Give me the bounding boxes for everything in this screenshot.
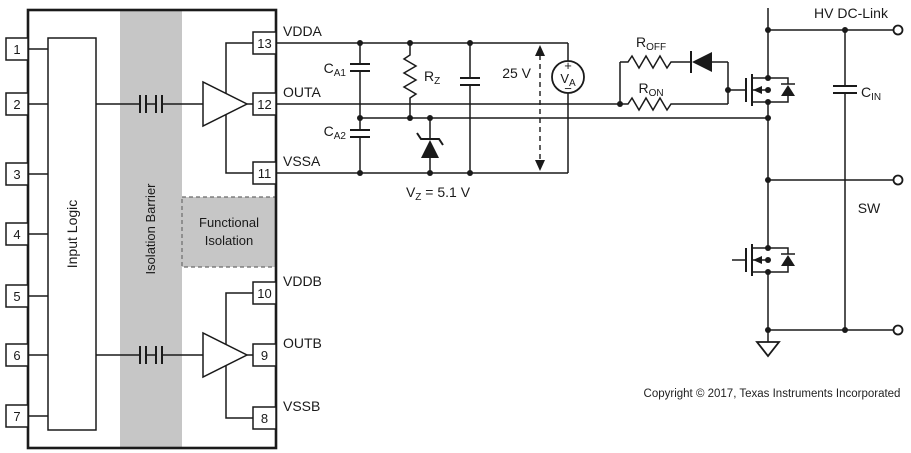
- ground-rail: [767, 329, 894, 342]
- capacitor-ca2-icon: [350, 129, 370, 138]
- left-pin-wires: [28, 48, 48, 417]
- input-logic-block: [47, 37, 97, 431]
- supply-arrow-down-icon: [535, 160, 545, 171]
- gate-drive-network: ROFF RON: [619, 34, 746, 112]
- rail-wires: [276, 42, 768, 174]
- power-stage: HV DC-Link CIN SW: [732, 5, 904, 358]
- terminal-ground-rail: [892, 324, 904, 336]
- capacitor-cin-label: CIN: [861, 84, 881, 103]
- isolation-capacitor-a-icon: [139, 95, 163, 113]
- turnoff-diode-icon: [692, 52, 712, 72]
- terminal-hv-dc-link: [892, 24, 904, 36]
- functional-isolation-label-2: Isolation: [205, 233, 253, 248]
- pin-number-8: 8: [261, 411, 268, 426]
- pin-number-9: 9: [261, 348, 268, 363]
- resistor-ron-icon: [620, 96, 728, 112]
- input-logic-label: Input Logic: [64, 200, 80, 269]
- ls-body-arrow-icon: [753, 256, 762, 264]
- pin-number-2: 2: [13, 97, 20, 112]
- isolation-capacitor-b-icon: [139, 346, 163, 364]
- gate-branch-right-wire: [727, 62, 746, 104]
- resistor-roff-icon: [620, 54, 691, 70]
- zener-value-label: VZ = 5.1 V: [406, 184, 471, 203]
- zener-diode-cathode-bar: [416, 132, 444, 146]
- pin-number-5: 5: [13, 289, 20, 304]
- pin-label-vssa: VSSA: [283, 153, 321, 169]
- hs-body-diode-wires: [768, 77, 795, 103]
- terminal-sw: [892, 174, 904, 186]
- capacitor-cin-icon: [833, 85, 857, 94]
- pin-number-11: 11: [258, 166, 272, 181]
- pin-number-7: 7: [13, 409, 20, 424]
- copyright-text: Copyright © 2017, Texas Instruments Inco…: [644, 388, 901, 400]
- pin-number-6: 6: [13, 348, 20, 363]
- pin-label-vdda: VDDA: [283, 23, 323, 39]
- resistor-rz-icon: [402, 43, 418, 118]
- mosfet-high-side: [745, 8, 795, 180]
- capacitor-ca2-label: CA2: [324, 123, 347, 142]
- pin-box-6: [5, 343, 29, 367]
- right-pin-boxes: 13 12 11 10 9 8: [252, 31, 277, 430]
- pin-box-2: [5, 92, 29, 116]
- resistor-ron-label: RON: [638, 80, 663, 99]
- capacitor-ca1-label: CA1: [324, 60, 347, 79]
- va-minus-sign: −: [564, 81, 572, 96]
- ls-body-diode-wires: [768, 247, 795, 273]
- pin-number-4: 4: [13, 227, 20, 242]
- supply-arrow-up-icon: [535, 45, 545, 56]
- gate-driver-ic: Functional Isolation Isolation Barrier I…: [5, 8, 323, 450]
- isolation-barrier-label: Isolation Barrier: [143, 183, 158, 275]
- functional-isolation-label-1: Functional: [199, 215, 259, 230]
- hs-body-diode-icon: [781, 85, 795, 96]
- pin-label-vssb: VSSB: [283, 398, 320, 414]
- junction-dots: [357, 27, 848, 333]
- pin-box-3: [5, 162, 29, 186]
- pin-box-5: [5, 284, 29, 308]
- functional-isolation-box: [181, 196, 277, 268]
- pin-box-10: [252, 281, 277, 305]
- resistor-roff-label: ROFF: [636, 34, 666, 53]
- capacitor-ca1-icon: [350, 63, 370, 72]
- hv-dc-link-label: HV DC-Link: [814, 5, 889, 21]
- pin-box-9: [252, 343, 277, 367]
- left-pin-boxes: 1 2 3 4 5 6 7: [5, 37, 29, 428]
- va-plus-sign: +: [564, 58, 572, 73]
- bias-network: CA1 CA2 RZ VZ = 5.1 V 25 V + VA −: [276, 42, 768, 203]
- pin-label-outa: OUTA: [283, 84, 322, 100]
- hs-body-arrow-icon: [753, 86, 762, 94]
- pin-box-4: [5, 222, 29, 246]
- right-pin-labels: VDDA OUTA VSSA VDDB OUTB VSSB: [283, 23, 323, 414]
- pin-number-1: 1: [13, 42, 20, 57]
- sw-label: SW: [858, 200, 881, 216]
- isolation-barrier-band: [120, 10, 182, 448]
- resistor-rz-label: RZ: [424, 68, 440, 87]
- supply-voltage-label: 25 V: [502, 65, 531, 81]
- va-source-icon: [551, 60, 585, 94]
- pin-number-3: 3: [13, 167, 20, 182]
- ls-body-diode-icon: [781, 255, 795, 266]
- va-source-label: VA: [560, 71, 576, 89]
- bulk-capacitor-icon: [460, 77, 480, 86]
- pin-box-7: [5, 404, 29, 428]
- zener-diode-icon: [421, 140, 439, 158]
- driver-b-buffer-icon: [202, 331, 249, 379]
- pin-box-1: [5, 37, 29, 61]
- pin-label-vddb: VDDB: [283, 273, 322, 289]
- pin-label-outb: OUTB: [283, 335, 322, 351]
- internal-supply-wires: [225, 42, 253, 419]
- pin-number-12: 12: [257, 97, 271, 112]
- pin-number-10: 10: [257, 286, 271, 301]
- mosfet-low-side: [732, 180, 795, 330]
- pin-number-13: 13: [257, 36, 271, 51]
- driver-a-buffer-icon: [202, 80, 249, 128]
- pin-box-8: [252, 406, 277, 430]
- ground-symbol-icon: [755, 341, 781, 358]
- channel-a-signal: [96, 80, 253, 128]
- channel-b-signal: [96, 331, 253, 379]
